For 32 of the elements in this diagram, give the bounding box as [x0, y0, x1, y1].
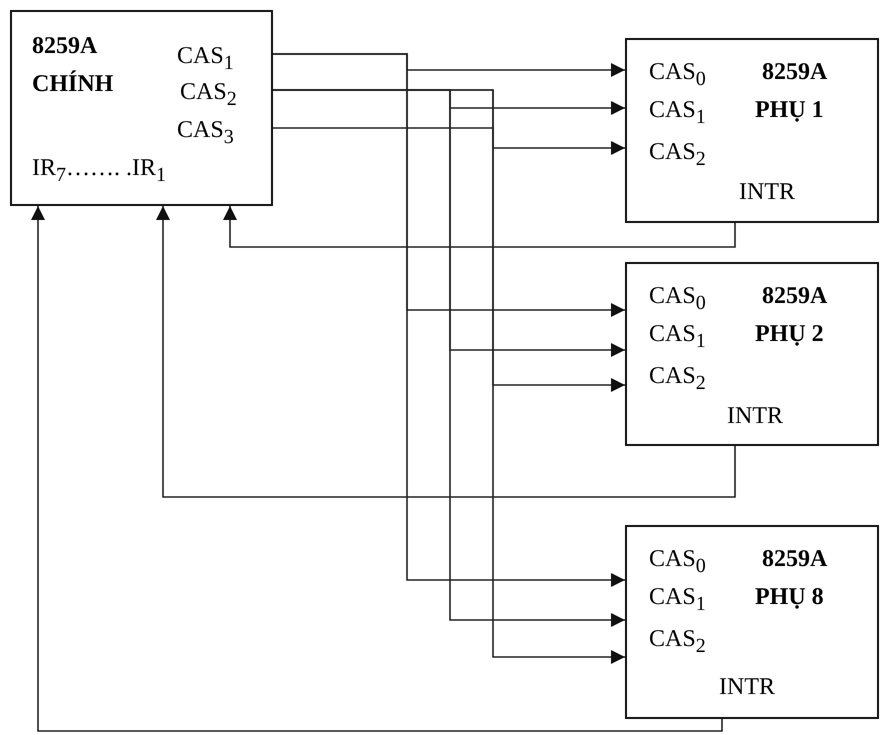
pin-label: IR$_{7}$……. .IR$_{1}$	[32, 154, 166, 189]
pin-label: CAS$_{1}$	[177, 42, 271, 77]
pin-label: CAS$_{0}$	[649, 282, 706, 317]
pin-label: CAS$_{0}$	[649, 58, 706, 93]
chip-label: 8259A	[32, 32, 98, 60]
arrow	[156, 206, 736, 498]
chip-label: 8259A	[762, 58, 828, 86]
chip-label: PHỤ 8	[755, 583, 824, 611]
pin-label: INTR	[727, 402, 783, 430]
chip-box	[625, 525, 879, 719]
pin-label: CAS$_{1}$	[649, 96, 706, 131]
pin-label: INTR	[739, 178, 795, 206]
pin-label: INTR	[719, 673, 775, 701]
chip-label: 8259A	[762, 545, 828, 573]
pin-label: CAS$_{2}$	[649, 138, 706, 173]
chip-box	[625, 262, 879, 446]
pin-label: CAS$_{1}$	[649, 583, 706, 618]
arrow	[31, 206, 723, 732]
pin-label: CAS$_{1}$	[649, 320, 706, 355]
chip-label: PHỤ 2	[755, 320, 824, 348]
pin-label: CAS$_{2}$	[649, 625, 706, 660]
pin-label: CAS$_{2}$	[649, 362, 706, 397]
chip-label: CHÍNH	[32, 70, 114, 98]
chip-label: 8259A	[762, 282, 828, 310]
pin-label: CAS$_{3}$	[177, 116, 271, 151]
arrow	[273, 127, 625, 155]
chip-label: PHỤ 1	[755, 96, 824, 124]
chip-box	[10, 10, 273, 206]
pin-label: CAS$_{2}$	[180, 78, 271, 113]
chip-box	[625, 38, 879, 223]
pin-label: CAS$_{0}$	[649, 545, 706, 580]
arrow	[223, 206, 736, 248]
